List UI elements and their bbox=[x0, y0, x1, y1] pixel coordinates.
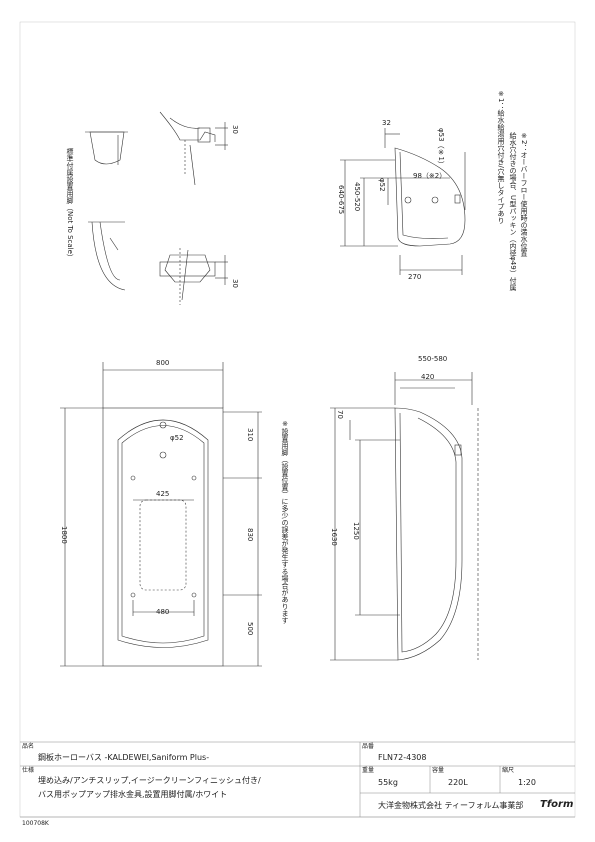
dim-side-98: 98（※2） bbox=[413, 172, 447, 180]
note-1-line-a: ※1：給水給湯用穴付き/穴無しタイプあり bbox=[497, 90, 505, 224]
dim-side-640-675: 640-675 bbox=[337, 185, 345, 215]
dim-plan-425: 425 bbox=[156, 490, 170, 498]
dim-long-1250: 1250 bbox=[352, 522, 360, 540]
standard-legs-caption: 標準付属設置用脚（Not To Scale） bbox=[66, 148, 74, 261]
dim-side-32: 32 bbox=[382, 119, 391, 127]
tb-name-label: 品名 bbox=[22, 743, 35, 750]
tb-company: 大洋金物株式会社 ティーフォルム事業部 bbox=[378, 801, 524, 810]
dim-plan-phi52: φ52 bbox=[170, 434, 184, 442]
dim-long-420: 420 bbox=[421, 373, 435, 381]
tb-spec-line1: 埋め込み/アンチスリップ,イージークリーンフィニッシュ付き/ bbox=[38, 776, 261, 785]
tb-capacity-value: 220L bbox=[448, 778, 468, 787]
dim-side-270: 270 bbox=[408, 273, 422, 281]
dim-legs-30-bottom: 30 bbox=[231, 279, 239, 288]
dim-plan-800: 800 bbox=[156, 359, 170, 367]
tb-name-value: 鋼板ホーローバス -KALDEWEI,Saniform Plus- bbox=[38, 753, 210, 762]
note-1-line-b: 給水穴付きの場合、U型パッキン（内径φ49）付属 bbox=[509, 132, 517, 291]
dim-long-1630: 1630 bbox=[330, 528, 338, 546]
long-section-view bbox=[330, 372, 479, 661]
dim-legs-30-top: 30 bbox=[231, 125, 239, 134]
dim-long-70: 70 bbox=[336, 410, 344, 419]
dim-plan-830: 830 bbox=[246, 528, 254, 542]
side-section-view bbox=[340, 128, 466, 275]
tb-weight-value: 55kg bbox=[378, 778, 398, 787]
tb-code-label: 品番 bbox=[362, 743, 375, 750]
dim-plan-480: 480 bbox=[156, 608, 170, 616]
doc-number: 100708K bbox=[22, 820, 49, 827]
plan-view bbox=[60, 362, 262, 667]
dim-plan-1800: 1800 bbox=[60, 526, 68, 544]
dim-plan-500: 500 bbox=[246, 622, 254, 636]
legs-error-note: ※設置用脚（設置位置）に多少の誤差が発生する場合があります bbox=[281, 420, 289, 624]
note-2: ※2：オーバーフロー使用時の満水位置 bbox=[520, 132, 528, 257]
tb-scale-value: 1:20 bbox=[518, 778, 536, 787]
dim-side-phi53: φ53（※1） bbox=[437, 128, 445, 168]
title-block-frame bbox=[20, 741, 575, 818]
dim-plan-310: 310 bbox=[246, 428, 254, 442]
legs-detail-bottom bbox=[88, 221, 228, 305]
tb-capacity-label: 容量 bbox=[432, 767, 445, 774]
tform-logo: Tform bbox=[540, 799, 574, 810]
tb-scale-label: 縮尺 bbox=[502, 767, 515, 774]
tb-spec-label: 仕様 bbox=[22, 767, 35, 774]
tb-code-value: FLN72-4308 bbox=[378, 753, 427, 762]
legs-detail-top bbox=[85, 111, 228, 186]
dim-side-phi52: φ52 bbox=[378, 178, 386, 192]
tb-weight-label: 重量 bbox=[362, 767, 375, 774]
dim-side-450-520: 450-520 bbox=[353, 182, 361, 212]
tb-spec-line2: バス用ポップアップ排水金具,設置用脚付属/ホワイト bbox=[38, 790, 228, 799]
dim-long-550-580: 550-580 bbox=[418, 355, 448, 363]
